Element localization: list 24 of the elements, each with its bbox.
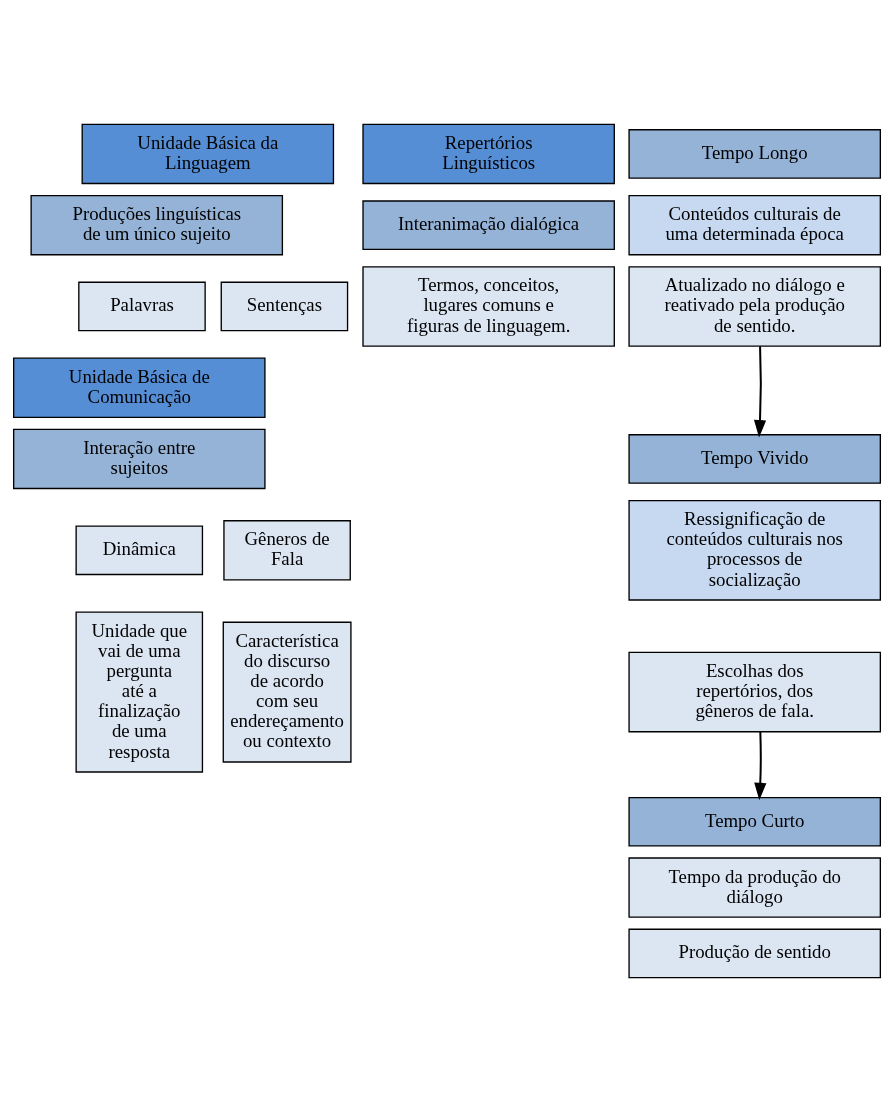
node-box: Ressignificação de conteúdos culturais nos processos de socialização [628,499,881,601]
node-box: Interanimação dialógica [362,199,615,250]
node-box: Tempo da produção do diálogo [628,856,881,918]
node-box: Unidade Básica da Linguagem [81,123,335,184]
node-box: Característica do discurso de acordo com seu endereçamento ou contexto [222,621,352,763]
node-box: Interação entre sujeitos [13,428,266,489]
node-box: Dinâmica [75,524,204,575]
node-box: Escolhas dos repertórios, dos gêneros de fala. [628,651,881,732]
node-box: Atualizado no diálogo e reativado pela produção de sentido. [628,265,881,347]
node-box: Gêneros de Fala [223,519,351,581]
node-box: Unidade que vai de uma pergunta até a finalização de uma resposta [75,610,204,773]
node-box: Tempo Longo [628,128,881,179]
node-box: Sentenças [220,281,349,331]
node-box: Termos, conceitos, lugares comuns e figuras de linguagem. [362,265,615,347]
node-box: Unidade Básica de Comunicação [13,357,266,418]
node-box: Tempo Curto [628,796,881,847]
node-box: Repertórios Linguísticos [362,123,615,184]
node-box: Palavras [78,281,206,331]
node-box: Produções linguísticas de um único sujeito [30,194,284,255]
arrow [753,345,767,438]
node-box: Tempo Vivido [628,433,881,484]
node-box: Produção de sentido [628,928,881,978]
arrow [754,731,767,800]
node-box: Conteúdos culturais de uma determinada época [628,194,881,255]
